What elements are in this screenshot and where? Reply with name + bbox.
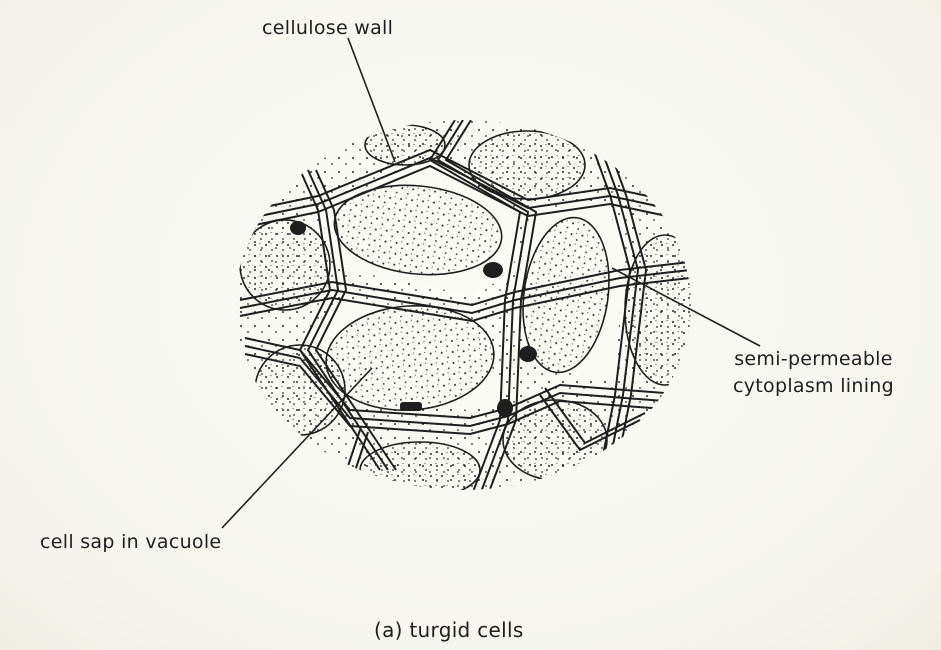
membrane-label-line2: cytoplasm lining xyxy=(733,373,894,400)
figure-caption: (a) turgid cells xyxy=(374,618,524,642)
membrane-label: semi-permeable cytoplasm lining xyxy=(733,346,894,400)
membrane-label-line1: semi-permeable xyxy=(733,346,894,373)
cell-sap-label: cell sap in vacuole xyxy=(40,530,221,554)
cellulose-wall-label: cellulose wall xyxy=(262,16,393,40)
